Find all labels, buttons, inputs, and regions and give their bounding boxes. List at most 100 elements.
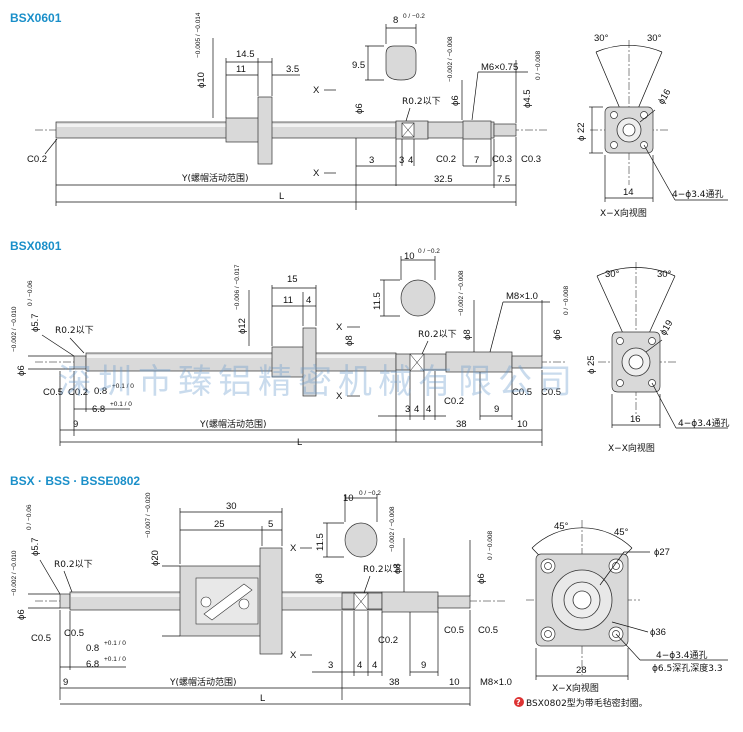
width-25: 25: [214, 519, 225, 530]
groove-6-8: 6.8: [92, 404, 105, 415]
section-title: BSX · BSS · BSSE0802: [10, 474, 140, 488]
offset-4: 4: [414, 404, 419, 415]
width-28: 28: [576, 665, 587, 676]
dimensions: 14.5 11 3.5 ϕ10 −0.005 / −0.014 X X ϕ6 R…: [27, 12, 542, 210]
section-bsse0802: BSX · BSS · BSSE0802 10 0 / −0.: [10, 474, 728, 709]
tol-8-b: −0.002 / −0.008: [389, 506, 396, 552]
tol-0-8: +0.1 / 0: [112, 383, 134, 390]
offset-4b: 4: [372, 660, 377, 671]
angle-30-right: 30°: [657, 269, 672, 280]
dia-6-b: ϕ6: [450, 95, 461, 106]
length-38: 38: [389, 677, 400, 688]
width-16: 16: [630, 414, 641, 425]
width-10: 10: [343, 493, 354, 504]
tol-10: 0 / −0.2: [418, 248, 440, 255]
mount-hole: [608, 558, 624, 574]
tol-0-8: +0.1 / 0: [104, 640, 126, 647]
info-icon: ?: [514, 697, 524, 707]
chamfer-c0-3-a: C0.3: [492, 154, 512, 165]
dia-10: ϕ10: [196, 72, 207, 88]
width-5: 5: [268, 519, 273, 530]
dimensions: 15 11 4 ϕ5.7 0 / −0.06 ϕ12 −0.006 / −0.0…: [11, 264, 570, 448]
width-14-5: 14.5: [236, 49, 255, 60]
width-4: 4: [306, 295, 311, 306]
section-x-bottom: X: [313, 168, 320, 179]
nut-side-view: 10 0 / −0.2 11.5: [372, 248, 440, 317]
dia-6: ϕ6: [552, 329, 563, 340]
nut-travel-y: Y(螺帽活动范围): [169, 676, 237, 688]
dia-25: ϕ 25: [586, 355, 597, 374]
mount-hole: [648, 337, 656, 345]
length-9: 9: [421, 660, 426, 671]
nut-side-view: 10 0 / −0.2 11.5: [315, 490, 381, 558]
tol-5-7: 0 / −0.06: [27, 280, 34, 306]
chamfer-c0-2-mid: C0.2: [436, 154, 456, 165]
groove-0-8: 0.8: [94, 386, 107, 397]
offset-4: 4: [357, 660, 362, 671]
chamfer-c0-2-mid: C0.2: [378, 635, 398, 646]
section-bsx0801: BSX0801 10 0 / −0.2 11.5: [10, 239, 730, 454]
offset-3: 3: [405, 404, 410, 415]
screw-shaft: [35, 547, 505, 655]
dia-4-5: ϕ4.5: [522, 89, 533, 108]
height-11-5: 11.5: [315, 533, 326, 551]
xx-view-bsse0802: 45° 45° ϕ27 ϕ36 28 4−ϕ3.4通孔 ϕ6.5深孔深度3.3 …: [514, 520, 728, 709]
chamfer-c0-5-mid: C0.5: [444, 625, 464, 636]
total-length-l: L: [279, 191, 284, 202]
view-caption: X−X向视图: [600, 207, 647, 219]
holes-spec: 4−ϕ3.4通孔: [672, 189, 724, 200]
angle-45-right: 45°: [614, 527, 629, 538]
screw-shaft: [35, 96, 548, 165]
dia-6-left: ϕ6: [16, 609, 27, 620]
tol-20: −0.007 / −0.020: [145, 492, 152, 538]
dia-27: ϕ27: [654, 547, 670, 558]
width-30: 30: [226, 501, 237, 512]
dia-19: ϕ19: [658, 318, 675, 337]
section-x-top: X: [336, 322, 343, 333]
dia-6-left: ϕ6: [16, 365, 27, 376]
chamfer-c0-5-right: C0.5: [541, 387, 561, 398]
holes-spec: 4−ϕ3.4通孔: [656, 650, 708, 661]
chamfer-c0-5-mid: C0.5: [512, 387, 532, 398]
nut-travel-y: Y(螺帽活动范围): [181, 172, 249, 184]
chamfer-c0-2-mid: C0.2: [444, 396, 464, 407]
groove-0-8: 0.8: [86, 643, 99, 654]
dimensions: 30 25 5 ϕ5.7 0 / −0.06 ϕ20 −0.007 / −0.0…: [11, 492, 512, 706]
radius-r0-2-left: R0.2以下: [54, 560, 93, 570]
section-x-bottom: X: [336, 391, 343, 402]
length-9: 9: [494, 404, 499, 415]
height-11-5: 11.5: [372, 292, 383, 310]
width-11: 11: [236, 64, 246, 75]
chamfer-c0-5-left-b: C0.5: [64, 628, 84, 639]
thread-m8: [381, 591, 439, 613]
radius-r0-2-mid: R0.2以下: [418, 330, 457, 340]
tol-6-b: −0.002 / −0.008: [447, 36, 454, 82]
width-14: 14: [623, 187, 634, 198]
dia-6: ϕ6: [476, 573, 487, 584]
nut-flange: [259, 547, 283, 655]
xx-view-bsx0601: 30° 30° ϕ16 ϕ 22 14 4−ϕ3.4通孔 X−X向视图: [576, 33, 728, 219]
length-38: 38: [456, 419, 467, 430]
dia-8: ϕ8: [344, 335, 355, 346]
width-11: 11: [283, 295, 293, 306]
length-10: 10: [449, 677, 460, 688]
section-x-bottom: X: [290, 650, 297, 661]
nut-body: [271, 346, 307, 378]
chamfer-c0-2-left: C0.2: [27, 154, 47, 165]
chamfer-c0-3-b: C0.3: [521, 154, 541, 165]
length-7-5: 7.5: [497, 174, 510, 185]
radius-r0-2: R0.2以下: [402, 97, 441, 107]
mount-hole: [640, 111, 648, 119]
thread-m6x0-75: M6×0.75: [481, 62, 518, 73]
view-caption: X−X向视图: [608, 442, 655, 454]
section-title: BSX0601: [10, 11, 62, 25]
tol-6: 0 / −0.008: [487, 531, 494, 560]
section-title: BSX0801: [10, 239, 62, 253]
tol-6: 0 / −0.008: [563, 286, 570, 315]
mount-hole: [540, 626, 556, 642]
total-length-l: L: [260, 693, 265, 704]
angle-30-left: 30°: [594, 33, 609, 44]
section-x-top: X: [290, 543, 297, 554]
tol-5-7: 0 / −0.06: [26, 504, 33, 530]
